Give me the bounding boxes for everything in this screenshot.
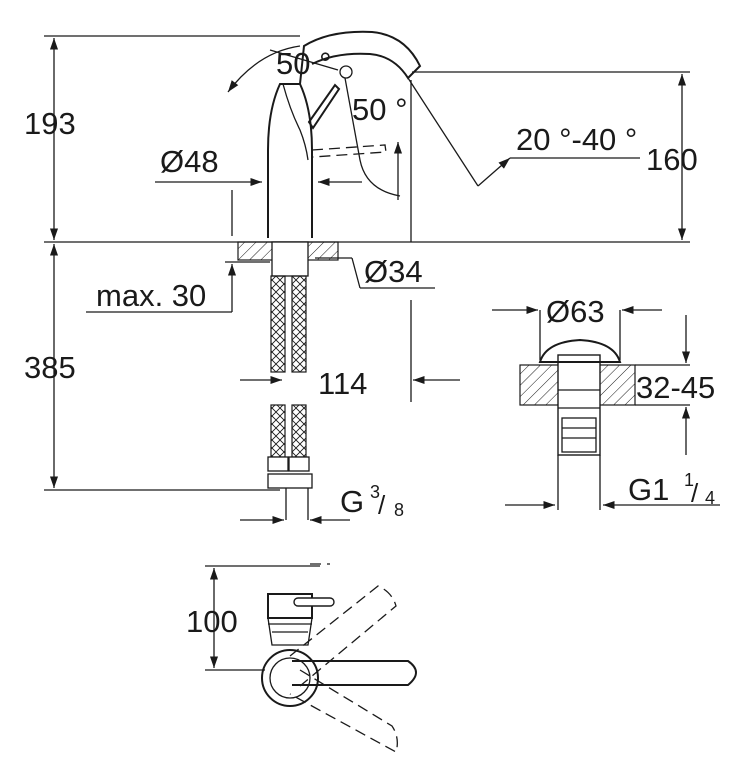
label-waste-numerator: 1 <box>684 470 694 490</box>
svg-text:/: / <box>378 490 386 520</box>
dimension-lines-left <box>44 35 300 491</box>
label-114: 114 <box>318 366 367 401</box>
label-385: 385 <box>24 350 76 385</box>
label-193: 193 <box>24 106 76 141</box>
faucet-lever <box>307 83 341 130</box>
label-g-denominator: 8 <box>394 500 404 520</box>
label-100: 100 <box>186 604 238 639</box>
dimension-lines-right <box>412 71 690 240</box>
hose-right <box>291 275 307 373</box>
mounting-section <box>86 190 460 525</box>
label-g-numerator: 3 <box>370 482 380 502</box>
label-waste-thread: G1 <box>628 472 669 507</box>
dimension-labels: 193 50 ° 50 ° 20 °-40 ° 160 Ø48 Ø34 max.… <box>24 46 715 639</box>
label-32-45: 32-45 <box>636 370 715 405</box>
faucet-top-view <box>205 563 417 753</box>
label-d63: Ø63 <box>546 294 605 329</box>
label-160: 160 <box>646 142 698 177</box>
waste-valve <box>492 305 720 510</box>
label-waste-denominator: 4 <box>705 488 715 508</box>
label-g-connection: G <box>340 484 364 519</box>
label-max30: max. 30 <box>96 278 206 313</box>
label-swivel: 20 °-40 ° <box>516 122 637 157</box>
svg-text:/: / <box>691 478 699 508</box>
label-angle-lever: 50 ° <box>352 92 408 127</box>
label-d34: Ø34 <box>364 254 423 289</box>
faucet-spout <box>299 30 422 85</box>
top-view-lever <box>292 660 417 686</box>
faucet-side-view <box>44 30 690 243</box>
hose-left <box>270 275 286 373</box>
faucet-body <box>267 83 313 238</box>
label-d48: Ø48 <box>160 144 219 179</box>
lever-alt-position <box>311 144 387 158</box>
label-angle-spout: 50 ° <box>276 46 332 81</box>
